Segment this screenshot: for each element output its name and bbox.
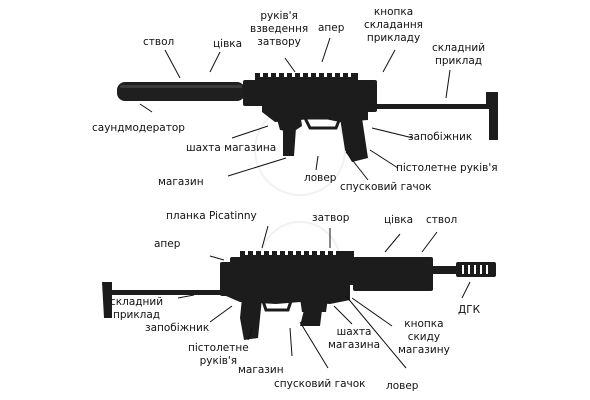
top-label-suppressor: саундмодератор (92, 122, 185, 134)
top-label-barrel: ствол (143, 36, 175, 48)
top-picatinny-rail (255, 73, 358, 81)
top-label-trigger: спусковий гачок (340, 181, 432, 193)
bottom-label-bolt: затвор (312, 212, 350, 224)
bottom-label-picatinny: планка Picatinny (166, 210, 257, 222)
bottom-label-safety: запобіжник (145, 322, 210, 334)
top-label-magwell: шахта магазина (186, 142, 277, 154)
top-label-charging-handle: руків'я взведення затвору (250, 10, 309, 48)
top-label-folding-stock: складний приклад (432, 42, 486, 67)
top-label-magazine: магазин (158, 176, 204, 188)
bottom-label-muzzle-brake: ДГК (458, 304, 481, 316)
bottom-label-magwell: шахта магазина (328, 326, 381, 351)
top-label-upper: апер (318, 22, 345, 34)
top-folding-stock (376, 104, 492, 109)
bottom-pistol-grip (240, 298, 262, 340)
bottom-label-folding-stock: складний приклад (110, 296, 164, 321)
bottom-magwell (300, 298, 328, 312)
top-magwell (275, 112, 302, 132)
top-label-lower: ловер (304, 172, 337, 184)
bottom-label-barrel: ствол (426, 214, 458, 226)
top-label-stock-fold-button: кнопка складання прикладу (364, 6, 424, 44)
top-weapon (117, 73, 498, 162)
top-upper-receiver (243, 80, 375, 106)
bottom-label-mag-release: кнопка скиду магазину (398, 318, 450, 356)
top-magazine (283, 128, 296, 156)
bottom-picatinny-rail (240, 251, 354, 259)
bottom-label-handguard: цівка (384, 214, 414, 226)
top-suppressor (117, 82, 245, 101)
top-label-pistol-grip: пістолетне руків'я (396, 162, 498, 174)
top-label-bolt: цівка (213, 38, 243, 50)
bottom-barrel (430, 266, 458, 274)
bottom-label-trigger: спусковий гачок (274, 378, 366, 390)
top-pistol-grip (340, 118, 368, 162)
bottom-upper-receiver (230, 257, 355, 285)
bottom-label-upper: апер (154, 238, 181, 250)
bottom-label-magazine: магазин (238, 364, 284, 376)
bottom-magazine (300, 310, 322, 326)
top-label-safety: запобіжник (408, 131, 473, 143)
bottom-label-lower: ловер (386, 380, 419, 392)
bottom-handguard (353, 257, 433, 291)
bottom-weapon (102, 251, 496, 340)
bottom-folding-stock (108, 290, 226, 295)
leader-lines (139, 37, 471, 369)
bottom-label-pistol-grip: пістолетне руків'я (188, 342, 249, 367)
